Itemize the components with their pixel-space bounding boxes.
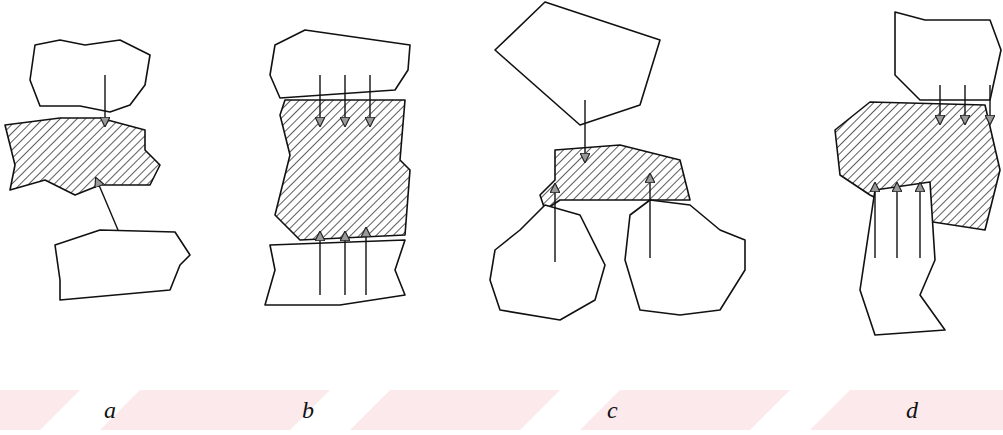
panel-letter: c [607, 397, 618, 424]
panel-letter: b [302, 397, 314, 424]
panel-letter: a [104, 397, 116, 424]
panel-letter: d [906, 397, 918, 424]
